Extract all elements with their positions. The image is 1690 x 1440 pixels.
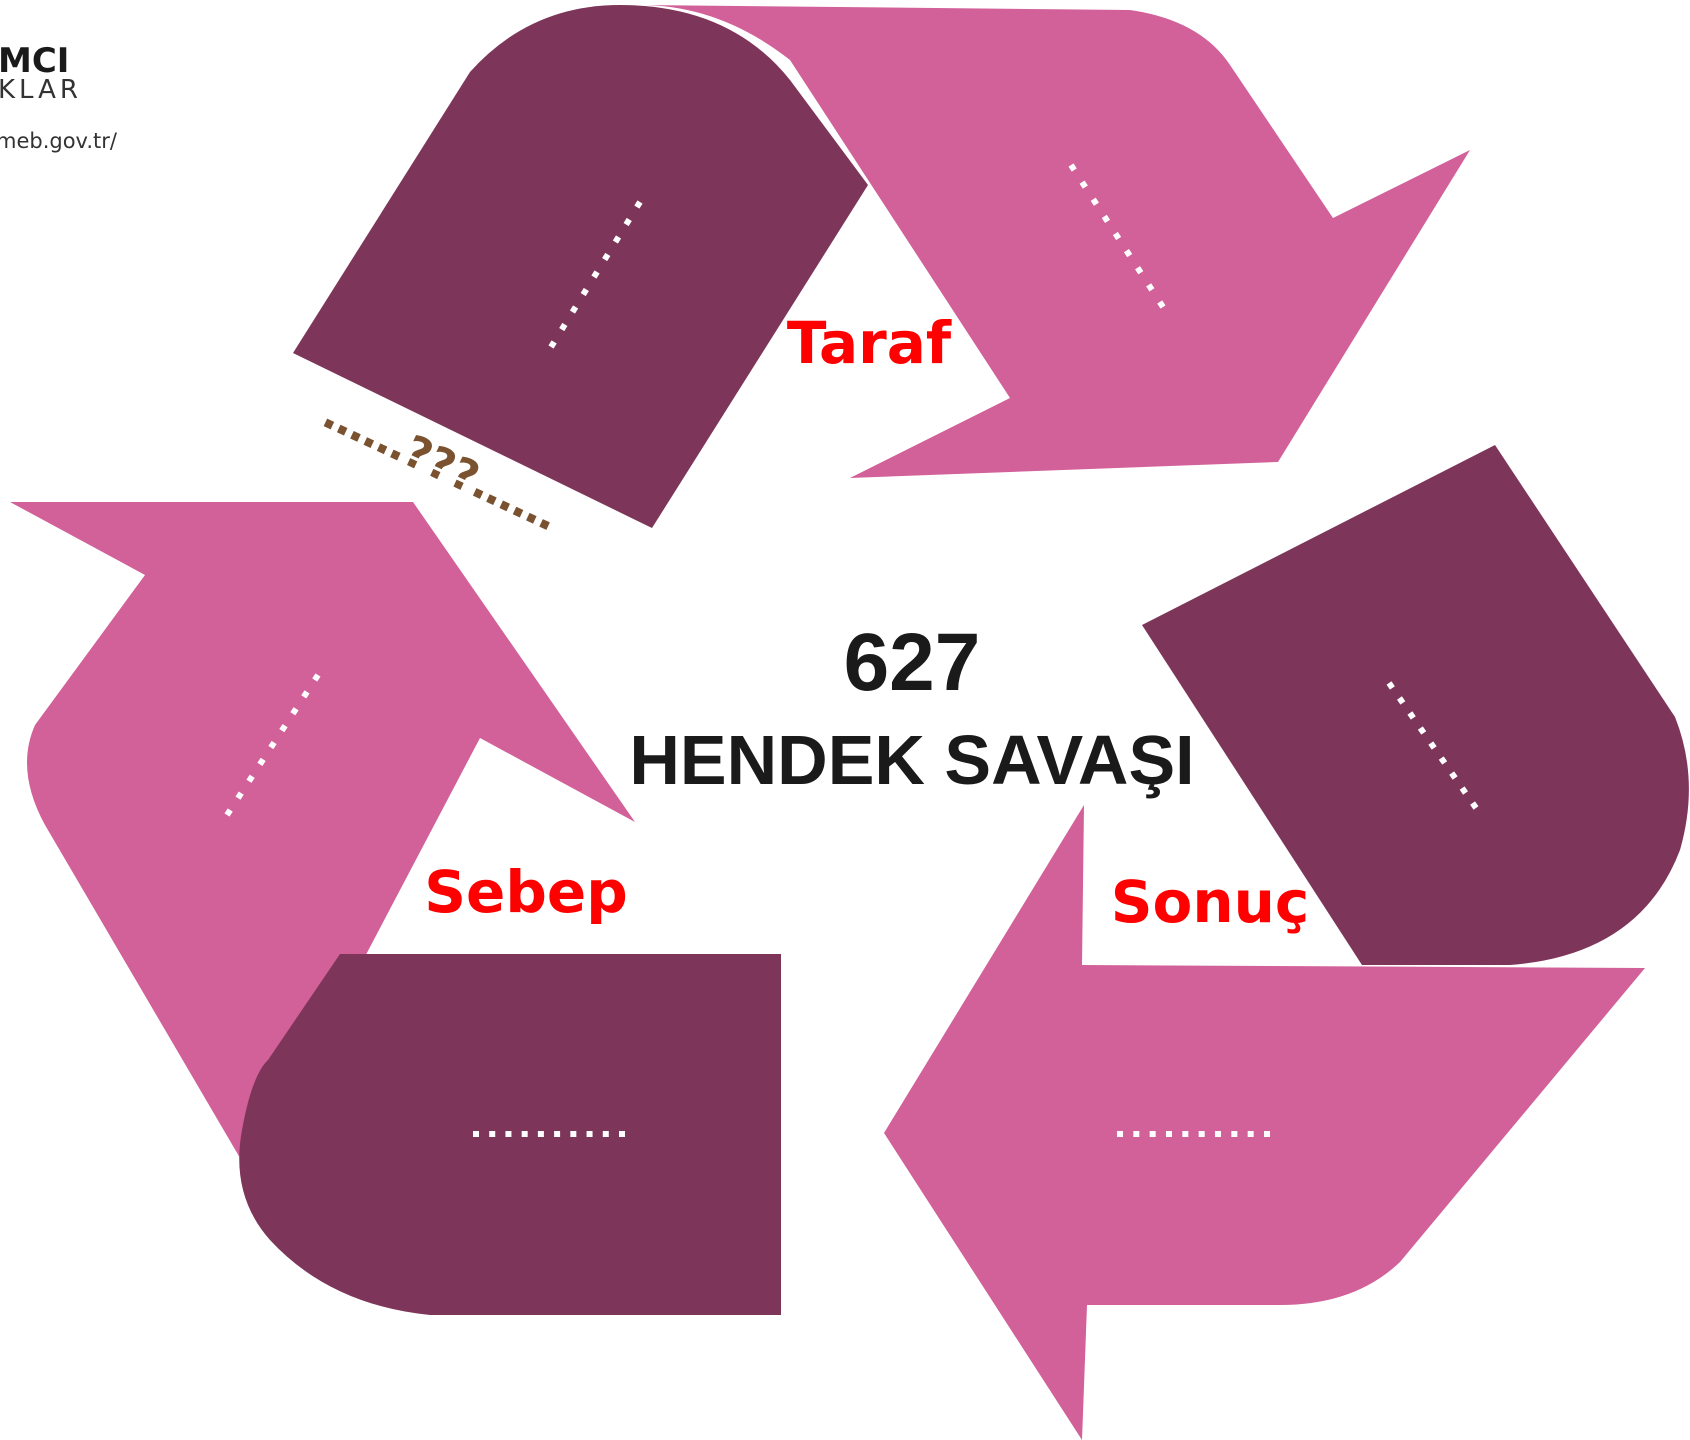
arrow-top-light (640, 5, 1470, 478)
arrow-bottom-light (884, 805, 1645, 1440)
blank-top-light (1068, 163, 1166, 309)
band-top-dark (293, 5, 868, 528)
logo-line2: KLAR (0, 75, 82, 105)
label-taraf: Taraf (787, 309, 952, 377)
logo-line1: MCI (0, 41, 69, 81)
center-title: HENDEK SAVAŞI (629, 721, 1194, 799)
logo-url: meb.gov.tr/ (0, 129, 118, 153)
arrow-left-light (10, 502, 635, 1175)
label-sonuc: Sonuç (1111, 868, 1310, 936)
band-right-dark (1142, 445, 1689, 965)
blank-right-dark (1386, 681, 1479, 810)
center-year: 627 (844, 617, 981, 708)
label-sebep: Sebep (424, 858, 627, 926)
blank-top-dark (548, 200, 643, 349)
blank-left-light (224, 673, 321, 817)
